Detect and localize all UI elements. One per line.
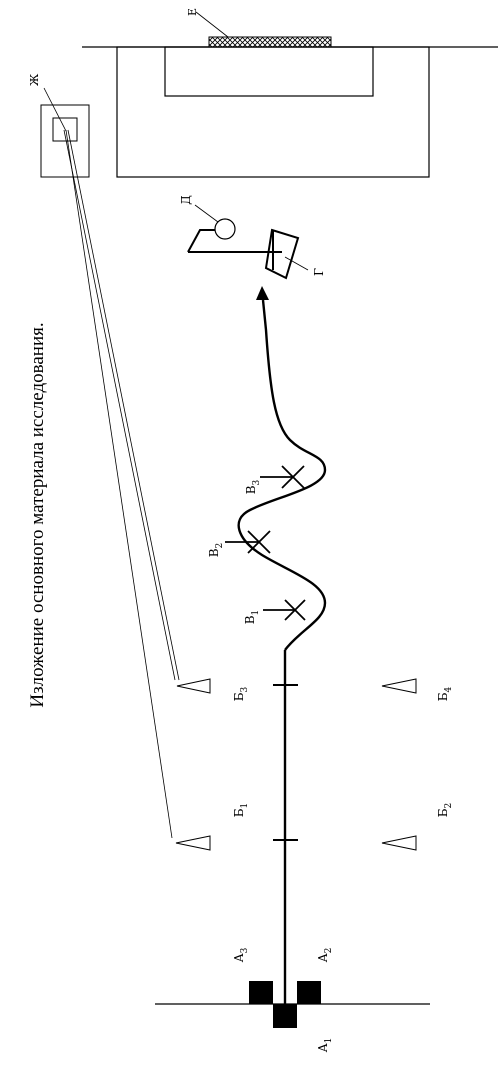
- label-v3: В3: [244, 479, 262, 494]
- label-e: Е: [186, 8, 199, 16]
- sight-line-b3-b: [67, 129, 180, 681]
- leader-e: [195, 11, 229, 38]
- svg-text:А3: А3: [232, 947, 250, 962]
- label-b3: Б3: [232, 686, 250, 701]
- marker-b3: [176, 678, 211, 694]
- svg-text:Б3: Б3: [232, 686, 250, 701]
- block-a1: [273, 1004, 297, 1028]
- sight-line-b1: [65, 129, 173, 839]
- leader-d: [194, 204, 219, 223]
- label-a1: А1: [316, 1038, 334, 1053]
- device-d-arm: [187, 229, 215, 253]
- svg-text:Б1: Б1: [232, 803, 250, 818]
- svg-text:Б2: Б2: [436, 803, 454, 818]
- svg-text:В3: В3: [244, 479, 262, 494]
- label-v1: В1: [243, 610, 261, 625]
- marker-v2: [225, 530, 271, 554]
- block-a3: [249, 981, 273, 1004]
- label-a3: А3: [232, 947, 250, 962]
- device-zh-outer: [40, 104, 90, 178]
- label-zh: Ж: [28, 73, 41, 86]
- wave-path: [237, 299, 327, 651]
- svg-text:А1: А1: [316, 1038, 334, 1053]
- label-b1: Б1: [232, 803, 250, 818]
- svg-text:А2: А2: [316, 948, 334, 963]
- label-b2: Б2: [436, 803, 454, 818]
- label-d: Д: [179, 195, 193, 205]
- leader-zh: [43, 87, 67, 132]
- device-zh-inner: [52, 117, 78, 142]
- label-b4: Б4: [436, 686, 454, 701]
- marker-b1: [175, 835, 211, 851]
- block-a2: [297, 981, 321, 1004]
- arrow-head: [256, 286, 269, 300]
- svg-text:Б4: Б4: [436, 686, 454, 701]
- marker-b4: [381, 678, 417, 694]
- svg-text:В1: В1: [243, 610, 261, 625]
- svg-text:В2: В2: [207, 543, 225, 558]
- device-g-plate: [264, 228, 300, 280]
- marker-b2: [381, 835, 417, 851]
- leader-g: [284, 256, 309, 271]
- building-inner: [164, 46, 374, 97]
- label-a2: А2: [316, 948, 334, 963]
- marker-v3: [260, 465, 305, 489]
- label-v2: В2: [207, 543, 225, 558]
- marker-v1: [263, 599, 306, 621]
- building-outer: [116, 46, 430, 178]
- hatched-element-e: [208, 36, 332, 48]
- sight-line-b3-a: [63, 129, 176, 681]
- label-g: Г: [312, 268, 326, 276]
- device-d-circle: [214, 218, 236, 240]
- section-heading: Изложение основного материала исследован…: [27, 322, 48, 707]
